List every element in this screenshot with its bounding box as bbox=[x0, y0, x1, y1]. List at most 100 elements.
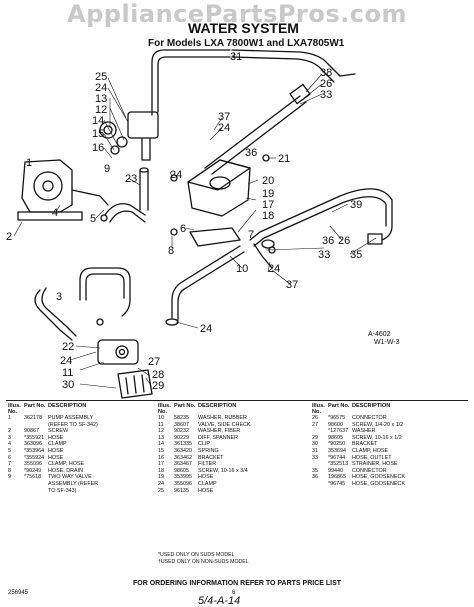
illus-no: 17 bbox=[158, 461, 164, 468]
illus-no: 11 bbox=[158, 421, 164, 428]
header-part-no: Part No. bbox=[328, 403, 350, 409]
part-number bbox=[24, 488, 48, 495]
header-part-no: Part No. bbox=[174, 403, 196, 409]
callout-39: 39 bbox=[350, 199, 362, 211]
part-number: 58235 bbox=[174, 415, 189, 421]
part-description: CONNECTOR bbox=[352, 467, 387, 474]
part-description: CLAMP bbox=[198, 480, 217, 487]
illus-no: 27 bbox=[312, 421, 318, 428]
part-number: 90232 bbox=[174, 428, 189, 435]
illus-no: 12 bbox=[158, 428, 164, 435]
hose-3-inner bbox=[85, 273, 125, 301]
callout-38: 38 bbox=[320, 67, 332, 79]
part-number: 99440 bbox=[328, 467, 343, 474]
illus-no: 25 bbox=[158, 487, 164, 494]
callout-33: 33 bbox=[318, 249, 330, 261]
clamp-24-e bbox=[96, 318, 104, 326]
part-number: *352513 bbox=[328, 461, 349, 468]
part-description: CLAMP, HOSE bbox=[352, 447, 389, 454]
part-description: ASSEMBLY (REFER bbox=[48, 480, 99, 487]
illus-no: 24 bbox=[158, 480, 164, 487]
callout-37: 37 bbox=[286, 279, 298, 291]
handwritten-note: 5/4-A-14 bbox=[198, 595, 241, 607]
part-number: *96575 bbox=[328, 415, 346, 421]
watermark: AppliancePartsPros.com bbox=[67, 0, 407, 28]
callout-9: 9 bbox=[104, 163, 110, 175]
callout-12: 12 bbox=[95, 104, 107, 116]
callout-11: 11 bbox=[62, 367, 73, 379]
illus-no: 16 bbox=[158, 454, 164, 461]
hose-top-right bbox=[231, 49, 356, 77]
washer-15 bbox=[110, 145, 120, 155]
washer-14 bbox=[116, 136, 128, 148]
callout-21: 21 bbox=[278, 153, 290, 165]
callout-7: 7 bbox=[248, 229, 254, 241]
part-description: SCREW, 10-16 x 3/4 bbox=[198, 467, 248, 474]
footnote-suds: *USED ONLY ON SUDS MODEL bbox=[158, 552, 235, 558]
filter-port bbox=[209, 176, 231, 190]
pump-bracket bbox=[17, 211, 83, 221]
header-description: DESCRIPTION bbox=[48, 403, 87, 409]
hose-gooseneck bbox=[249, 188, 393, 241]
filter-bracket bbox=[189, 227, 241, 247]
hose-23-cap bbox=[139, 167, 149, 173]
illus-no: 31 bbox=[312, 447, 318, 454]
callout-22: 22 bbox=[62, 341, 74, 353]
exploded-diagram: 31 25 24 13 12 14 15 16 4 2 5 3 22 24 11… bbox=[6, 49, 400, 399]
illus-no: 29 bbox=[312, 434, 318, 441]
part-number: 196865 bbox=[328, 474, 346, 481]
part-number: 90867 bbox=[24, 428, 39, 435]
callout-31: 31 bbox=[230, 51, 242, 63]
valve-body bbox=[127, 111, 159, 139]
valve-stem bbox=[141, 137, 151, 161]
illus-no: 30 bbox=[312, 441, 318, 448]
lower-valve-port-inner bbox=[118, 348, 126, 356]
callout-18: 18 bbox=[262, 210, 274, 222]
part-description: CLAMP, HOSE bbox=[48, 461, 85, 468]
illus-no: 18 bbox=[158, 467, 164, 474]
callout-24: 24 bbox=[268, 263, 280, 275]
callout-24: 24 bbox=[95, 82, 107, 94]
clamp-24-a bbox=[170, 174, 178, 182]
part-number: 362178 bbox=[24, 415, 42, 421]
part-number bbox=[24, 422, 48, 429]
clamp-24-b bbox=[100, 214, 108, 222]
part-number: *353964 bbox=[24, 447, 45, 454]
callout-17: 17 bbox=[262, 199, 274, 211]
callout-1: 1 bbox=[26, 157, 32, 169]
illus-no: 1 bbox=[8, 415, 11, 421]
pump-motor bbox=[33, 171, 63, 201]
hose-diagonal bbox=[204, 95, 301, 169]
part-description: TO SF-343) bbox=[48, 487, 77, 494]
header-illus-no: Illus. No. bbox=[312, 403, 325, 415]
callout-10: 10 bbox=[236, 263, 248, 275]
table-top-rule bbox=[6, 400, 468, 401]
callout-28: 28 bbox=[152, 369, 164, 381]
part-number: 98605 bbox=[328, 434, 343, 441]
hose-left-lower-inner bbox=[41, 287, 77, 337]
document-number: 256945 bbox=[8, 590, 29, 596]
part-number: *96745 bbox=[328, 480, 346, 487]
callout-36: 36 bbox=[245, 147, 257, 159]
illus-no: 2 bbox=[8, 428, 11, 435]
callout-35: 35 bbox=[350, 249, 362, 261]
hose-10-inner bbox=[177, 251, 245, 321]
hose-top-right-inner bbox=[231, 56, 335, 83]
header-part-no: Part No. bbox=[24, 403, 46, 409]
illus-no: 6 bbox=[8, 454, 11, 461]
part-description: HOSE, OUTLET bbox=[352, 454, 392, 461]
illus-no: 33 bbox=[312, 454, 318, 461]
callout-4: 4 bbox=[52, 207, 58, 219]
